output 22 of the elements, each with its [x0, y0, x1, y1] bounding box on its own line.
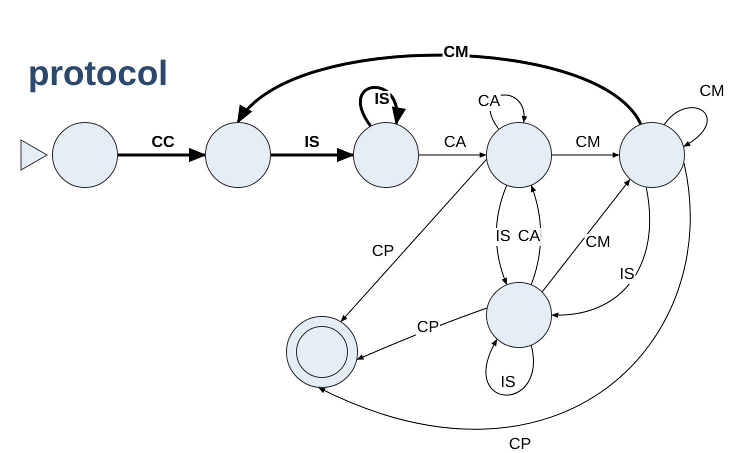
- state-circle: [619, 122, 685, 188]
- transition-arrow: [236, 54, 642, 125]
- transition-arrow: [551, 187, 650, 318]
- transition-arrow: [496, 185, 508, 286]
- transition-arrow: [418, 152, 487, 158]
- diagram-title: protocol: [28, 54, 168, 94]
- transition-arrow: [340, 159, 487, 322]
- transition-arrow: [552, 152, 620, 158]
- transition-arrow: [118, 148, 207, 162]
- edge-label: IS: [494, 228, 512, 246]
- edge-label: CA: [476, 93, 502, 111]
- transition-arrow: [664, 107, 708, 147]
- edge-label: CA: [516, 228, 542, 246]
- transition-arrow: [486, 338, 534, 396]
- transition-arrow: [359, 86, 404, 127]
- edge-label: IS: [618, 266, 636, 284]
- state-circle: [486, 282, 552, 348]
- transition-arrow: [542, 178, 630, 292]
- edge-label: CP: [370, 243, 396, 261]
- transition-arrow: [271, 148, 355, 162]
- edge-label: CP: [416, 319, 440, 337]
- transition-arrow: [318, 162, 691, 430]
